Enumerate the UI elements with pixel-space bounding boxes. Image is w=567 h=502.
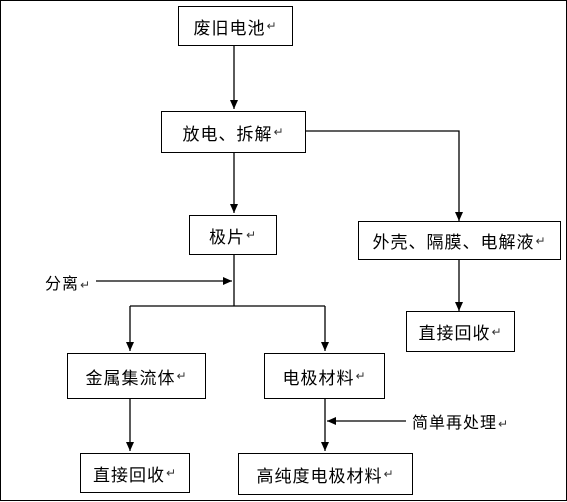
label-separation: 分离↵ (45, 270, 91, 294)
node-casing-direct-recycle: 直接回收↵ (406, 311, 515, 352)
paragraph-mark: ↵ (273, 125, 285, 139)
paragraph-mark: ↵ (355, 369, 367, 383)
paragraph-mark: ↵ (176, 369, 188, 383)
paragraph-mark: ↵ (165, 466, 178, 480)
paragraph-mark: ↵ (498, 417, 510, 431)
node-electrode-material: 电极材料↵ (264, 353, 385, 399)
paragraph-mark: ↵ (535, 233, 547, 248)
node-electrode-sheet-label: 极片 (208, 227, 245, 248)
label-simple-reprocess: 简单再处理↵ (412, 409, 509, 433)
node-electrode-material-label: 电极材料 (282, 368, 355, 389)
node-casing-separator-electrolyte: 外壳、隔膜、电解液↵ (358, 221, 561, 260)
node-high-purity-material: 高纯度电极材料↵ (238, 453, 413, 495)
paragraph-mark: ↵ (383, 467, 395, 481)
node-metal-collector-label: 金属集流体 (85, 368, 176, 389)
paragraph-mark: ↵ (491, 324, 503, 339)
node-discharge-dismantle: 放电、拆解↵ (161, 111, 306, 153)
node-electrode-sheet: 极片↵ (189, 215, 277, 255)
paragraph-mark: ↵ (245, 228, 258, 242)
node-casing-label: 外壳、隔膜、电解液 (372, 233, 535, 253)
paragraph-mark: ↵ (80, 278, 92, 292)
label-simple-reprocess-text: 简单再处理 (412, 413, 498, 432)
paragraph-mark: ↵ (266, 19, 278, 33)
arrow-discharge-to-casing (306, 130, 463, 221)
node-collector-direct-recycle: 直接回收↵ (80, 453, 190, 493)
node-high-purity-material-label: 高纯度电极材料 (256, 466, 383, 487)
node-metal-collector: 金属集流体↵ (67, 353, 206, 399)
node-waste-battery-label: 废旧电池 (193, 18, 266, 39)
node-casing-direct-recycle-label: 直接回收 (418, 324, 491, 344)
node-discharge-dismantle-label: 放电、拆解 (182, 124, 273, 145)
label-separation-text: 分离 (45, 274, 80, 293)
node-collector-direct-recycle-label: 直接回收 (92, 465, 165, 486)
node-waste-battery: 废旧电池↵ (178, 6, 293, 46)
